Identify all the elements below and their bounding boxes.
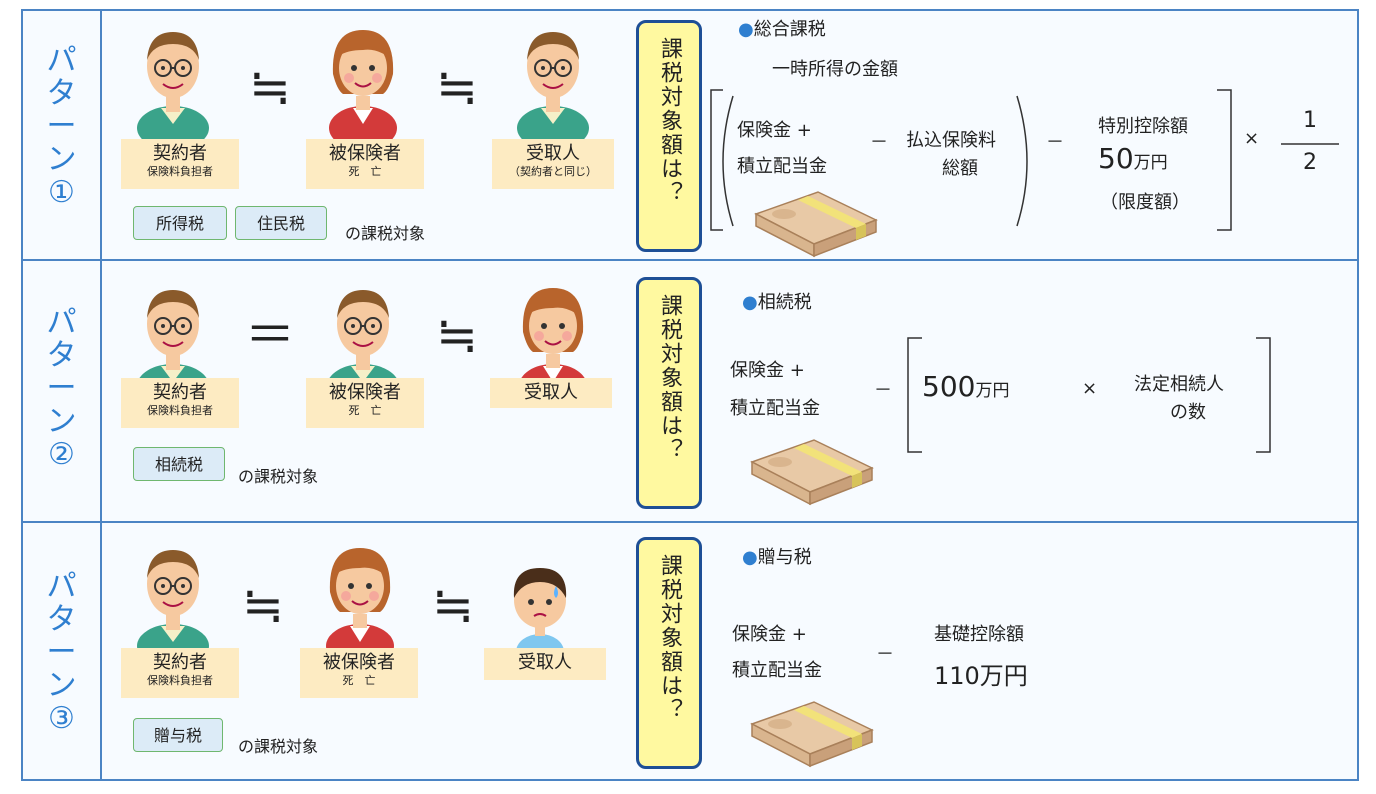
- contractor-label: 契約者保険料負担者: [121, 139, 239, 189]
- contractor-label: 契約者保険料負担者: [121, 648, 239, 698]
- resident-tax-chip: 住民税: [235, 206, 327, 240]
- formula-heading: ●贈与税: [742, 547, 812, 568]
- fraction-numerator: 1: [1303, 108, 1317, 133]
- income-tax-chip: 所得税: [133, 206, 227, 240]
- tax-target-note: の課税対象: [345, 224, 426, 243]
- limit-note: （限度額）: [1100, 192, 1190, 213]
- basic-deduction-value: 110万円: [934, 662, 1028, 690]
- deduction-value: 50万円: [1098, 142, 1168, 175]
- inheritance-tax-chip: 相続税: [133, 447, 225, 481]
- column-divider: [100, 9, 102, 781]
- term-dividend: 積立配当金: [732, 660, 822, 681]
- insured-label: 被保険者死 亡: [300, 648, 418, 698]
- minus-sign: －: [874, 380, 892, 401]
- bullet-dot-icon: ●: [738, 19, 754, 40]
- row-divider-2: [21, 521, 1359, 523]
- question-box: 課税対象額は？: [636, 277, 702, 509]
- term-insurance: 保険金 +: [732, 624, 807, 645]
- contractor-label: 契約者保険料負担者: [121, 378, 239, 428]
- insured-label: 被保険者死 亡: [306, 378, 424, 428]
- not-equal-symbol: ≒: [436, 58, 478, 116]
- not-equal-symbol: ≒: [242, 576, 284, 634]
- minus-sign: －: [876, 644, 894, 665]
- formula-heading: ●相続税: [742, 292, 812, 313]
- times-sign: ×: [1082, 378, 1098, 399]
- woman-icon: [328, 29, 398, 145]
- formula-subheading: 一時所得の金額: [772, 59, 898, 80]
- bullet-dot-icon: ●: [742, 547, 758, 568]
- beneficiary-label: 受取人: [490, 378, 612, 408]
- tax-target-note: の課税対象: [238, 737, 319, 756]
- basic-deduction-label: 基礎控除額: [934, 624, 1024, 645]
- term-insurance: 保険金 +: [737, 120, 812, 141]
- question-box: 課税対象額は？: [636, 537, 702, 769]
- formula-brackets: [907, 337, 1271, 453]
- man-with-glasses-icon: [136, 31, 210, 145]
- question-box: 課税対象額は？: [636, 20, 702, 252]
- money-bundle-icon: [755, 191, 877, 257]
- times-sign: ×: [1244, 128, 1260, 149]
- deduction-label: 特別控除額: [1098, 116, 1188, 137]
- term-dividend: 積立配当金: [730, 398, 820, 419]
- term-total: 総額: [942, 158, 978, 179]
- tax-target-note: の課税対象: [238, 467, 319, 486]
- insured-label: 被保険者死 亡: [306, 139, 424, 189]
- fraction-denominator: 2: [1303, 150, 1317, 175]
- man-with-glasses-icon: [516, 31, 590, 145]
- bullet-dot-icon: ●: [742, 292, 758, 313]
- row-divider-1: [21, 259, 1359, 261]
- man-with-glasses-icon: [136, 549, 210, 663]
- heirs-label: 法定相続人: [1134, 374, 1224, 395]
- formula-heading: ●総合課税: [738, 19, 826, 40]
- money-bundle-icon: [751, 439, 873, 505]
- formula-brackets: [710, 89, 1339, 231]
- not-equal-symbol: ≒: [436, 306, 478, 364]
- not-equal-symbol: ≒: [249, 58, 291, 116]
- term-insurance: 保険金 +: [730, 360, 805, 381]
- gift-tax-chip: 贈与税: [133, 718, 223, 752]
- not-equal-symbol: ≒: [432, 576, 474, 634]
- money-bundle-icon: [751, 701, 873, 767]
- minus-sign: －: [870, 132, 888, 153]
- term-premium: 払込保険料: [906, 130, 996, 151]
- beneficiary-label: 受取人（契約者と同じ）: [492, 139, 614, 189]
- heirs-count-label: の数: [1170, 402, 1206, 423]
- minus-sign: －: [1046, 132, 1064, 153]
- term-dividend: 積立配当金: [737, 156, 827, 177]
- woman-icon: [325, 547, 395, 663]
- base-amount: 500万円: [922, 370, 1010, 403]
- beneficiary-label: 受取人: [484, 648, 606, 680]
- equal-symbol: ＝: [245, 306, 295, 364]
